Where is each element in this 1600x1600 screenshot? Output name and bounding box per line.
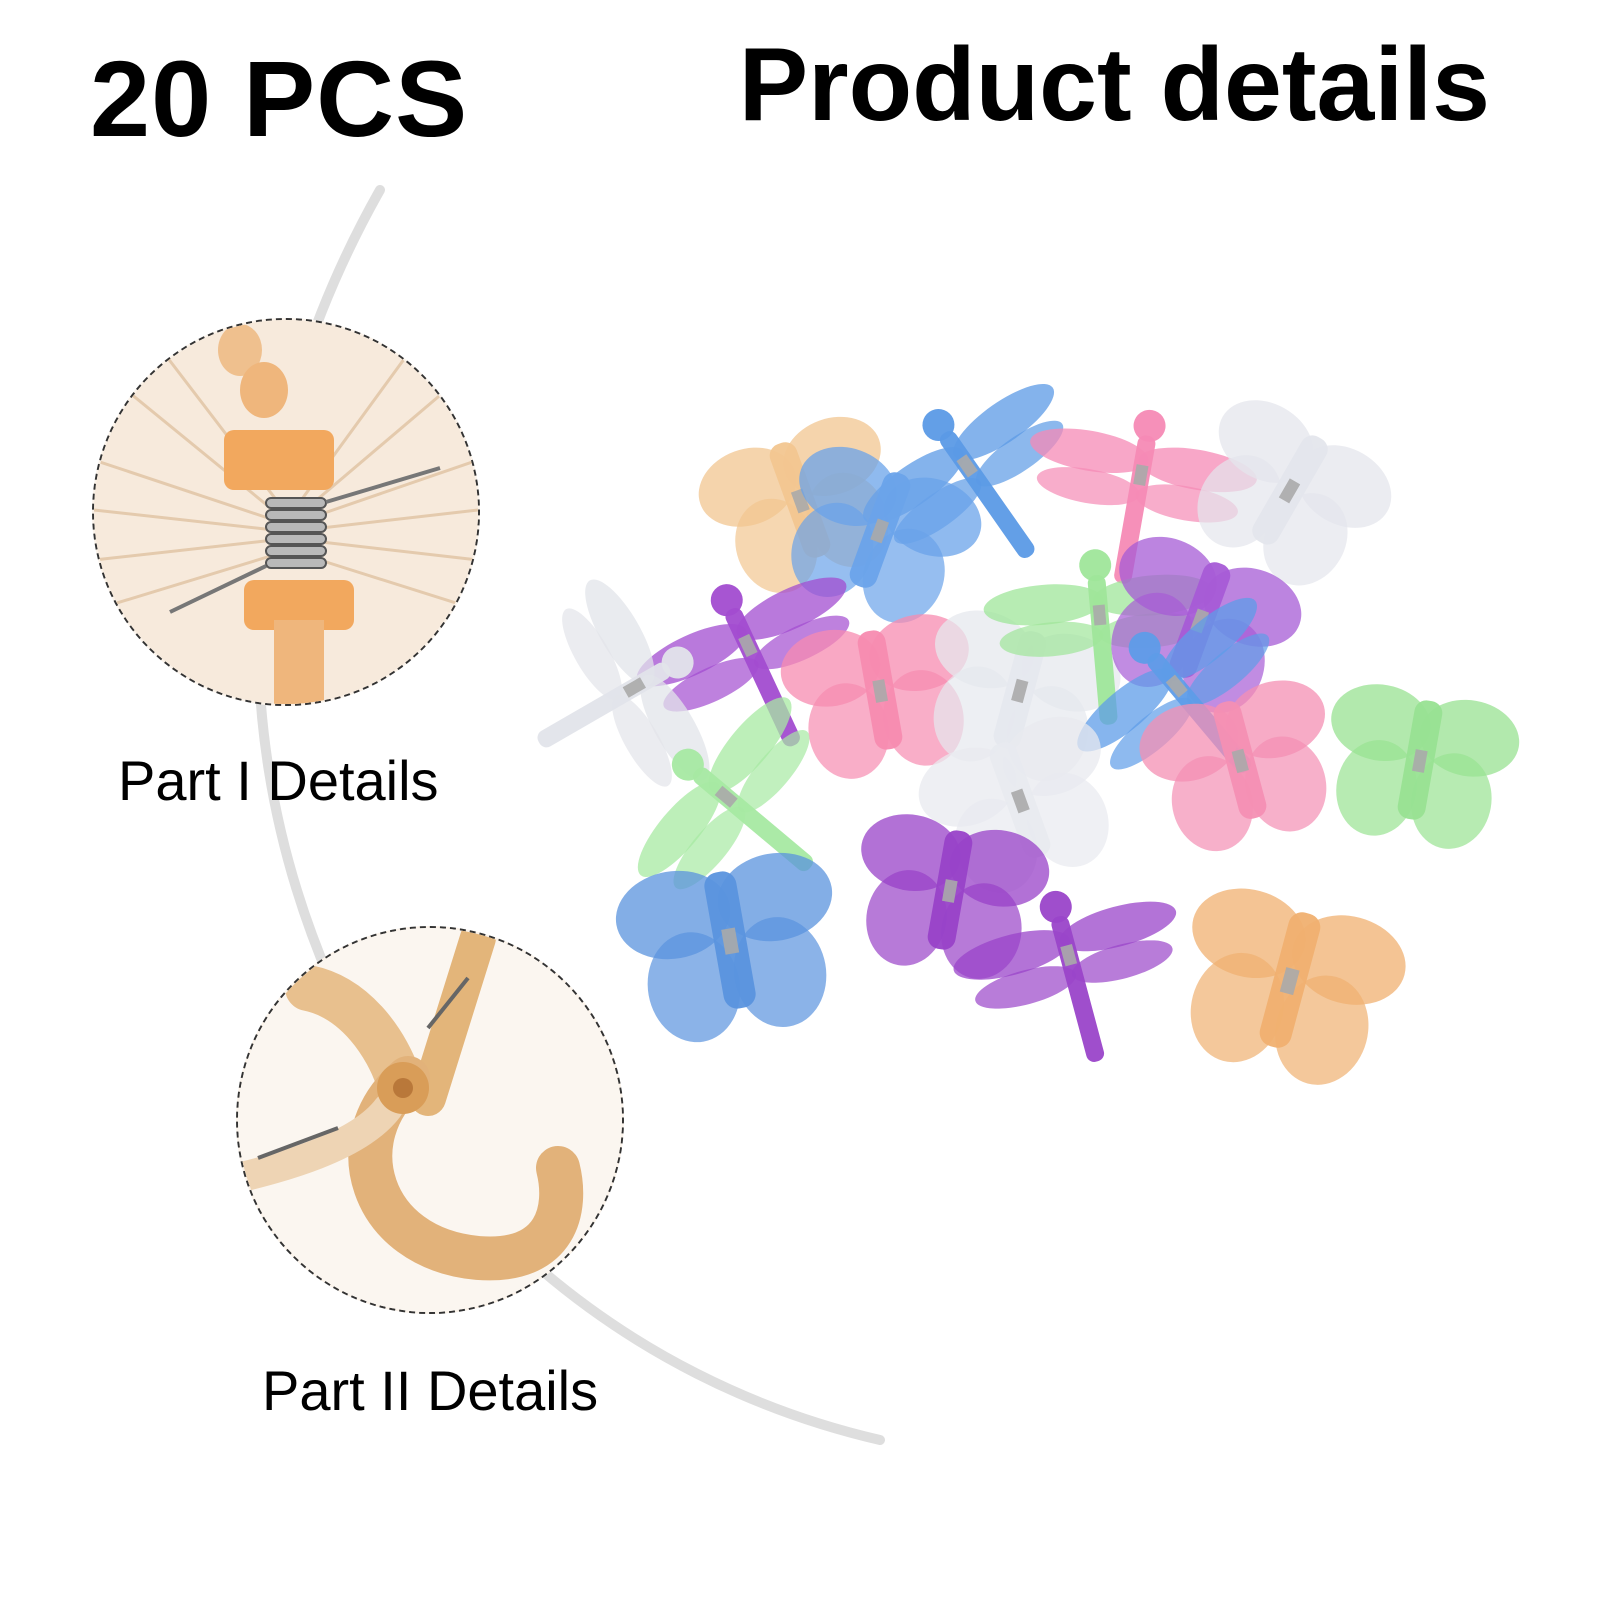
part-one-caption: Part I Details (118, 749, 439, 812)
clip-jaw-closeup-icon (238, 928, 622, 1312)
part-one-detail-image (92, 318, 480, 706)
spring-closeup-icon (94, 320, 478, 704)
product-photo (481, 345, 1560, 1160)
part-two-detail-image (236, 926, 624, 1314)
clips-pile-illustration (481, 345, 1526, 1101)
clip-green-butterfly-right (1312, 676, 1526, 859)
piece-count-title: 20 PCS (90, 38, 469, 159)
part-two-caption: Part II Details (262, 1359, 599, 1422)
page-title: Product details (738, 27, 1490, 143)
clip-pink-butterfly-right (1130, 669, 1354, 865)
clip-orange-butterfly-bottom (1159, 876, 1416, 1101)
